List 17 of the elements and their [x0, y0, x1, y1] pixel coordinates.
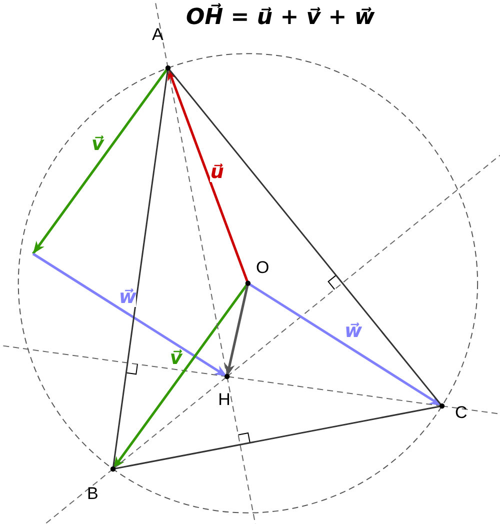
vector-label: w⃗: [118, 288, 136, 307]
point-label: H: [218, 390, 230, 408]
altitude-line: [112, 376, 228, 470]
point-label: A: [152, 26, 164, 43]
point-label: C: [455, 404, 468, 421]
altitude-line: [226, 376, 442, 406]
vector-arrow: [224, 282, 250, 377]
triangle-side: [167, 68, 443, 406]
point-label: B: [87, 485, 98, 502]
vector-arrow: [32, 67, 170, 254]
vector-arrow: [166, 68, 250, 284]
point-label: O: [256, 259, 270, 276]
triangle-side: [112, 405, 442, 470]
vector-label: u⃗: [210, 162, 224, 182]
vector-arrow: [32, 252, 228, 378]
vector-arrow: [112, 282, 249, 470]
triangle-side: [112, 68, 169, 470]
